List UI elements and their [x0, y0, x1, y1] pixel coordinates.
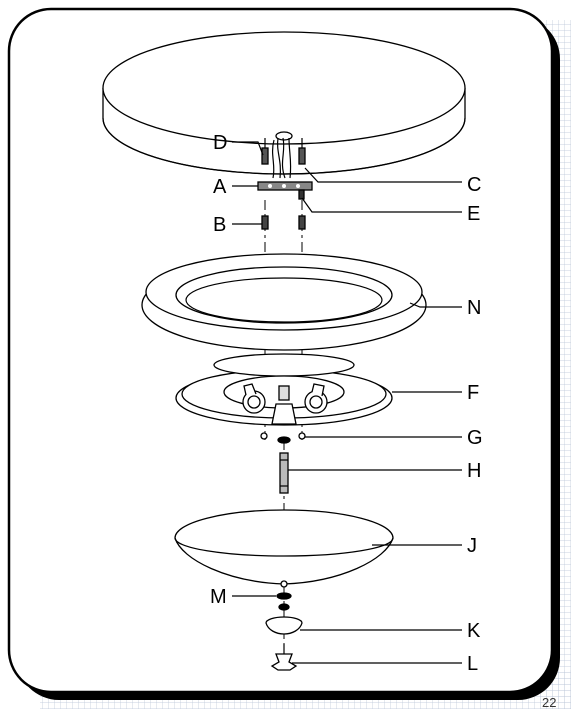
label-n: N	[467, 297, 481, 319]
leader-lines	[232, 141, 462, 664]
glass-bowl-j	[174, 509, 394, 585]
label-b: B	[213, 214, 226, 236]
page-number: 22	[542, 695, 556, 709]
wire-bundle	[271, 137, 292, 179]
label-j: J	[467, 535, 477, 557]
lamp-sockets	[242, 383, 328, 425]
label-g: G	[467, 427, 483, 449]
label-e: E	[467, 203, 480, 225]
screw-c	[298, 138, 306, 165]
label-c: C	[467, 174, 481, 196]
green-screw-e	[298, 189, 305, 200]
label-h: H	[467, 460, 481, 482]
label-k: K	[467, 620, 481, 642]
label-d: D	[213, 132, 227, 154]
decorative-cap-k	[265, 616, 303, 635]
label-a: A	[213, 176, 227, 198]
label-m: M	[210, 586, 227, 608]
threaded-studs-b	[261, 215, 306, 230]
mounting-bar-a	[257, 181, 313, 191]
nuts-g	[260, 432, 306, 444]
screw-d	[261, 138, 269, 165]
trim-ring-n	[141, 253, 427, 351]
ceiling-disc	[102, 31, 466, 175]
label-f: F	[467, 382, 479, 404]
washers-m	[276, 580, 292, 611]
label-l: L	[467, 653, 478, 675]
finial-knob-l	[270, 644, 298, 671]
threaded-rod-h	[279, 452, 289, 494]
